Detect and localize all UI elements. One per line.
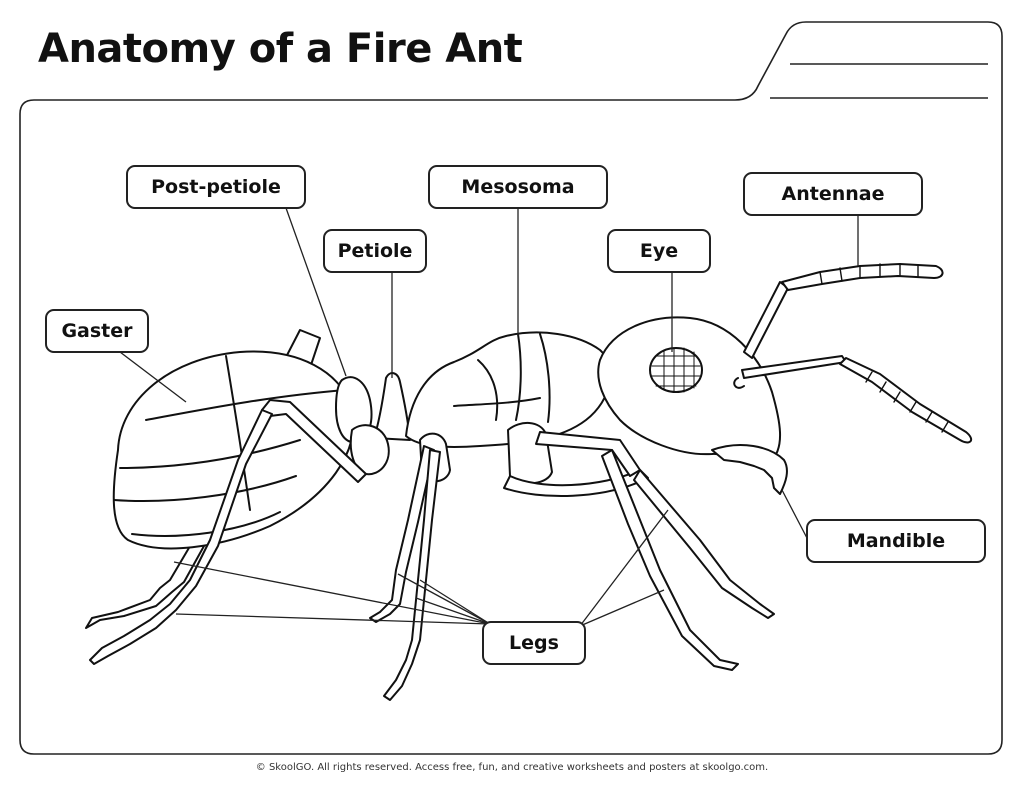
leader-gaster [119, 351, 187, 403]
mandible-shape [711, 444, 788, 495]
copyright-footer: © SkoolGO. All rights reserved. Access f… [255, 762, 769, 773]
label-legs: Legs [482, 621, 586, 665]
leader-lines [119, 207, 859, 627]
label-eye: Eye [607, 229, 711, 273]
mesosoma-shape [405, 331, 612, 448]
gaster-shape [112, 350, 355, 550]
leg-hind-near [89, 399, 390, 665]
petiole-shape [373, 372, 411, 441]
leg-front [503, 422, 775, 671]
worksheet-frame [19, 21, 1003, 755]
label-gaster: Gaster [45, 309, 149, 353]
label-mandible: Mandible [806, 519, 986, 563]
antennae-shape [741, 263, 973, 444]
leader-post-petiole [285, 207, 347, 377]
page-title: Anatomy of a Fire Ant [38, 26, 523, 72]
ant-illustration [85, 263, 973, 701]
label-mesosoma: Mesosoma [428, 165, 608, 209]
label-antennae: Antennae [743, 172, 923, 216]
leader-legs [173, 509, 669, 627]
leader-mandible [781, 489, 809, 541]
leg-middle [369, 432, 451, 701]
label-petiole: Petiole [323, 229, 427, 273]
eye-shape [649, 347, 703, 393]
label-post-petiole: Post-petiole [126, 165, 306, 209]
